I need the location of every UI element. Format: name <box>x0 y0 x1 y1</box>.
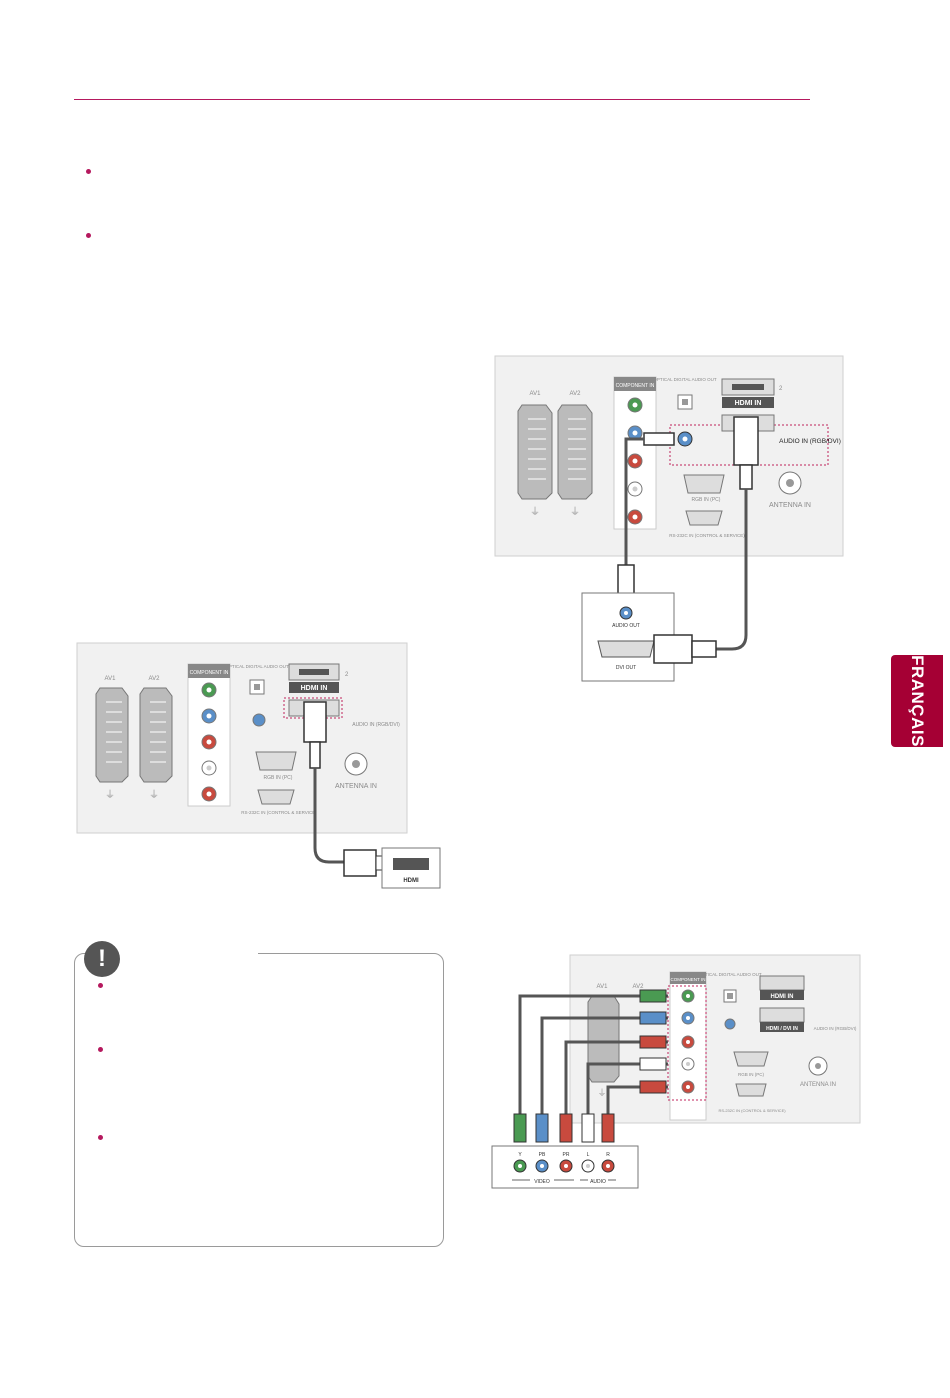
audio-in-rgb-label: AUDIO IN (RGB/DVI) <box>779 438 841 445</box>
svg-text:OPTICAL DIGITAL AUDIO OUT: OPTICAL DIGITAL AUDIO OUT <box>653 377 717 382</box>
svg-text:L: L <box>587 1152 590 1158</box>
hdmi-plug <box>303 701 327 743</box>
svg-text:PB: PB <box>539 1152 546 1158</box>
component-connection-diagram: AV1 AV2 ⏚ COMPONENT IN OPTICAL DIGITAL A… <box>491 954 861 1189</box>
svg-text:RS-232C IN (CONTROL & SERVICE): RS-232C IN (CONTROL & SERVICE) <box>669 533 745 538</box>
svg-text:⏚: ⏚ <box>597 1088 606 1098</box>
audio-plug <box>643 432 675 446</box>
svg-text:⏚: ⏚ <box>530 506 540 518</box>
hdmi-cable <box>313 768 344 864</box>
svg-text:ANTENNA IN: ANTENNA IN <box>769 502 811 509</box>
svg-text:COMPONENT IN: COMPONENT IN <box>671 977 706 982</box>
note-icon: ! <box>84 941 120 977</box>
svg-text:RS-232C IN (CONTROL & SERVICE): RS-232C IN (CONTROL & SERVICE) <box>718 1108 786 1113</box>
tv-rear-panel <box>494 355 844 557</box>
cable-pb <box>540 1016 668 1114</box>
audio-in-rgb-label: AUDIO IN (RGB/DVI) <box>352 722 400 728</box>
svg-text:DVI OUT: DVI OUT <box>616 665 636 671</box>
svg-text:AUDIO IN (RGB/DVI): AUDIO IN (RGB/DVI) <box>814 1026 857 1031</box>
av2-label: AV2 <box>149 676 161 682</box>
cable-pr <box>564 1040 668 1114</box>
svg-text:AUDIO: AUDIO <box>590 1179 606 1185</box>
svg-text:HDMI / DVI IN: HDMI / DVI IN <box>766 1026 798 1032</box>
note-box-gap <box>100 947 258 959</box>
optical-label: OPTICAL DIGITAL AUDIO OUT <box>225 664 289 669</box>
dvi-connection-diagram: AV1 AV2 ⏚ ⏚ COMPONENT IN OPTICAL DIGITAL… <box>494 355 844 682</box>
ground-icon: ⏚ <box>105 789 115 801</box>
bullet-dot <box>86 233 91 238</box>
rs232c-port <box>257 789 295 805</box>
svg-text:R: R <box>606 1152 610 1158</box>
svg-text:Y: Y <box>518 1152 522 1158</box>
svg-text:ANTENNA IN: ANTENNA IN <box>335 783 377 790</box>
svg-text:HDMI IN: HDMI IN <box>771 994 794 1000</box>
svg-text:AUDIO OUT: AUDIO OUT <box>612 623 640 629</box>
device-hdmi-label: HDMI <box>403 878 419 884</box>
svg-text:HDMI IN: HDMI IN <box>735 400 762 407</box>
av1-label: AV1 <box>105 676 117 682</box>
ground-icon: ⏚ <box>149 789 159 801</box>
svg-text:RS-232C IN (CONTROL & SERVICE): RS-232C IN (CONTROL & SERVICE) <box>241 810 317 815</box>
svg-text:AV1: AV1 <box>530 391 542 397</box>
svg-text:RGB IN (PC): RGB IN (PC) <box>692 497 721 503</box>
hdmi-in-label: HDMI IN <box>301 685 328 692</box>
cable-y <box>518 994 668 1114</box>
audio-in-port <box>252 713 266 727</box>
hdmi-port-1-highlight <box>283 697 343 719</box>
bullet-dot <box>98 983 103 988</box>
svg-text:AV2: AV2 <box>570 391 582 397</box>
component-in-label: COMPONENT IN <box>190 670 229 676</box>
hdmi-plug-device <box>343 849 377 877</box>
tv-rear-panel <box>76 642 408 834</box>
svg-text:AV1: AV1 <box>597 984 609 990</box>
header-rule <box>74 99 810 100</box>
bullet-dot <box>86 169 91 174</box>
svg-text:OPTICAL DIGITAL AUDIO OUT: OPTICAL DIGITAL AUDIO OUT <box>698 972 762 977</box>
svg-text:RGB IN (PC): RGB IN (PC) <box>264 775 293 781</box>
svg-text:ANTENNA IN: ANTENNA IN <box>800 1082 836 1088</box>
svg-text:AV2: AV2 <box>633 984 645 990</box>
dvi-plug <box>653 634 693 664</box>
language-tab-label: FRANÇAIS <box>908 655 927 747</box>
bullet-dot <box>98 1135 103 1140</box>
svg-text:2: 2 <box>345 672 349 678</box>
note-box <box>74 953 444 1247</box>
svg-text:2: 2 <box>779 386 783 392</box>
hdmi-dvi-cable <box>716 489 748 651</box>
dvi-out-port <box>597 640 655 658</box>
bullet-dot <box>98 1047 103 1052</box>
language-tab: FRANÇAIS <box>891 655 943 747</box>
svg-text:PR: PR <box>563 1152 570 1158</box>
hdmi-connection-diagram: AV1 AV2 ⏚ ⏚ COMPONENT IN OPTICAL DIGITAL… <box>76 642 441 889</box>
svg-text:⏚: ⏚ <box>570 506 580 518</box>
svg-text:COMPONENT IN: COMPONENT IN <box>616 383 655 389</box>
rgb-in-port <box>255 751 297 771</box>
svg-text:RGB IN (PC): RGB IN (PC) <box>738 1072 765 1077</box>
audio-cable <box>624 437 644 565</box>
svg-text:VIDEO: VIDEO <box>534 1179 550 1185</box>
hdmi-plug <box>733 416 759 466</box>
